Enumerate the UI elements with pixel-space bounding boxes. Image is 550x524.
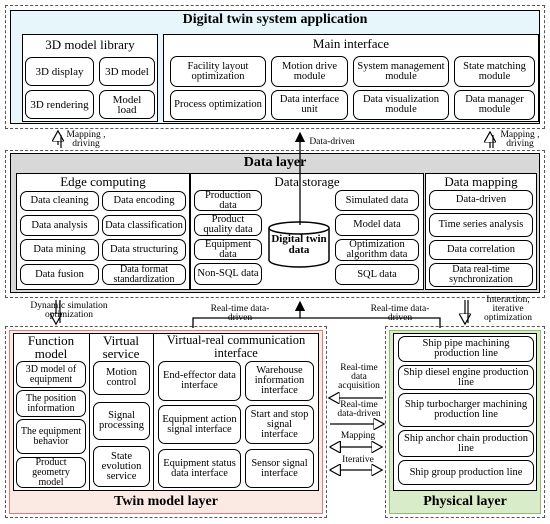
virtual-service-title: Virtual service bbox=[102, 333, 140, 361]
label-dynamic-sim: Dynamic simulation optimization bbox=[30, 301, 108, 320]
arrow-left-mapping bbox=[58, 132, 61, 148]
mi-data-visualization: Data visualization module bbox=[353, 90, 449, 120]
twin-layer-outer bbox=[5, 326, 327, 518]
ds-non-sql: Non-SQL data bbox=[194, 263, 262, 285]
dm-data-sync: Data real-time synchronization bbox=[429, 263, 533, 287]
fm-position: The position information bbox=[16, 390, 86, 417]
mi-data-interface: Data interface unit bbox=[271, 90, 348, 120]
data-storage-title: Data storage bbox=[274, 174, 340, 189]
edge-data-structuring: Data structuring bbox=[102, 239, 186, 261]
edge-data-analysis: Data analysis bbox=[20, 215, 99, 236]
vr-equipment-action: Equipment action signal interface bbox=[158, 405, 241, 444]
divider-service-interface bbox=[153, 333, 154, 491]
model-library-title: 3D model library bbox=[45, 37, 135, 52]
model-load: Model load bbox=[99, 90, 155, 119]
fm-behavior: The equipment behavior bbox=[16, 419, 86, 454]
ds-optimization-algorithm: Optimization algorithm data bbox=[335, 239, 419, 261]
fm-3d-model: 3D model of equipment bbox=[16, 361, 86, 388]
model-3d-model: 3D model bbox=[99, 57, 155, 86]
label-data-driven: Data-driven bbox=[309, 137, 355, 147]
edge-data-classification: Data classification bbox=[102, 215, 186, 236]
app-layer-title: Digital twin system application bbox=[182, 12, 368, 27]
mi-process-optimization: Process optimization bbox=[170, 90, 266, 120]
mi-state-matching: State matching module bbox=[454, 56, 535, 87]
dm-time-series: Time series analysis bbox=[429, 213, 533, 237]
label-mapping-driving-right: Mapping , driving bbox=[500, 130, 540, 149]
data-mapping-title: Data mapping bbox=[444, 174, 518, 189]
digital-twin-data-cylinder: Digital twin data bbox=[267, 220, 331, 268]
pl-diesel: Ship diesel engine production line bbox=[398, 365, 534, 390]
dm-data-correlation: Data correlation bbox=[429, 240, 533, 260]
vr-end-effector: End-effector data interface bbox=[158, 361, 241, 401]
fm-product-geometry: Product geometry model bbox=[16, 457, 86, 488]
phys-layer-outer bbox=[385, 326, 545, 518]
pl-turbocharger: Ship turbocharger machining production l… bbox=[398, 393, 534, 427]
data-layer-title: Data layer bbox=[243, 155, 307, 170]
edge-computing-title: Edge computing bbox=[60, 174, 146, 189]
label-mapping: Mapping bbox=[340, 431, 376, 441]
pl-anchor: Ship anchor chain production line bbox=[398, 430, 534, 457]
vr-warehouse: Warehouse information interface bbox=[245, 361, 314, 401]
mi-facility-layout: Facility layout optimization bbox=[170, 56, 266, 87]
arrow-realtime-phys bbox=[300, 317, 441, 328]
vs-signal-processing: Signal processing bbox=[93, 402, 150, 440]
label-realtime-2: Real-time data-driven bbox=[370, 304, 430, 323]
label-iterative: Iterative bbox=[342, 455, 374, 465]
vr-interface-title: Virtual-real communication interface bbox=[166, 333, 306, 360]
edge-data-mining: Data mining bbox=[20, 239, 99, 261]
arrow-realtime-twin bbox=[192, 300, 306, 328]
edge-data-cleaning: Data cleaning bbox=[20, 191, 99, 211]
pl-pipe: Ship pipe machining production line bbox=[398, 336, 534, 362]
vs-motion-control: Motion control bbox=[93, 361, 150, 395]
vs-state-evolution: State evolution service bbox=[93, 446, 150, 487]
ds-model: Model data bbox=[335, 214, 419, 236]
label-rt-driven: Real-time data-driven bbox=[337, 400, 381, 419]
edge-data-fusion: Data fusion bbox=[20, 264, 99, 285]
label-interaction: Interaction, iterative optimization bbox=[483, 295, 533, 323]
function-model-title: Function model bbox=[27, 333, 75, 361]
label-mapping-driving-left: Mapping , driving bbox=[66, 130, 106, 149]
arrow-right-mapping bbox=[490, 133, 493, 148]
vr-equipment-status: Equipment status data interface bbox=[158, 449, 241, 488]
edge-data-format: Data format standardization bbox=[102, 264, 186, 285]
ds-production: Production data bbox=[194, 190, 262, 211]
edge-data-encoding: Data encoding bbox=[102, 191, 186, 211]
model-3d-display: 3D display bbox=[25, 57, 94, 86]
divider-function-service bbox=[89, 333, 90, 491]
mi-data-manager: Data manager module bbox=[454, 90, 535, 120]
app-layer-outer bbox=[5, 5, 545, 129]
ds-equipment: Equipment data bbox=[194, 239, 262, 260]
mi-motion-drive: Motion drive module bbox=[271, 56, 348, 87]
data-layer-outer bbox=[5, 150, 545, 298]
dm-data-driven: Data-driven bbox=[429, 190, 533, 210]
vr-sensor: Sensor signal interface bbox=[245, 449, 314, 488]
digital-twin-data-label: Digital twin data bbox=[271, 233, 327, 256]
vr-start-stop: Start and stop signal interface bbox=[245, 405, 314, 444]
ds-product-quality: Product quality data bbox=[194, 214, 262, 236]
mi-system-management: System management module bbox=[353, 56, 449, 87]
label-rt-acquisition: Real-time data acquisition bbox=[338, 363, 380, 391]
twin-layer-title: Twin model layer bbox=[114, 494, 218, 509]
arrow-dynamic-sim bbox=[56, 300, 60, 323]
main-interface-title: Main interface bbox=[312, 36, 390, 51]
ds-sql: SQL data bbox=[335, 264, 419, 285]
ds-simulated: Simulated data bbox=[335, 190, 419, 211]
model-3d-rendering: 3D rendering bbox=[25, 90, 94, 119]
arrow-interaction bbox=[465, 300, 468, 323]
pl-group: Ship group production line bbox=[398, 460, 534, 485]
physical-layer-title: Physical layer bbox=[423, 494, 507, 509]
label-realtime-1: Real-time data-driven bbox=[210, 304, 270, 323]
